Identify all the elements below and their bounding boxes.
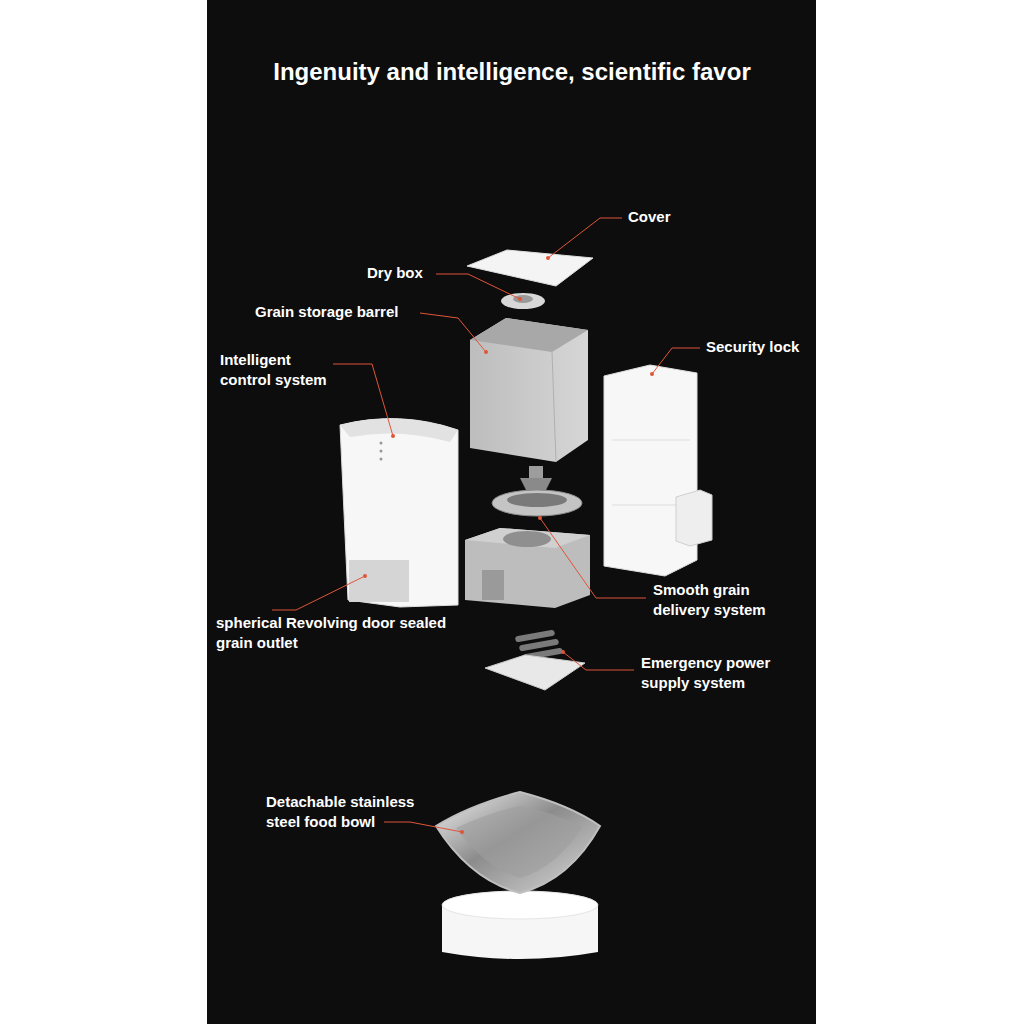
part-label: Dry box [367,263,447,283]
page-title: Ingenuity and intelligence, scientific f… [212,57,812,87]
part-label: Emergency power supply system [641,653,811,693]
part-label-holder: spherical Revolving door sealed grain ou… [216,613,466,653]
part-label-holder: Detachable stainless steel food bowl [266,792,416,832]
part-label: Cover [628,207,748,227]
part-label-holder: Dry box [367,263,447,283]
part-label-holder: Emergency power supply system [641,653,811,693]
part-label: spherical Revolving door sealed grain ou… [216,613,466,653]
part-label: Security lock [706,337,811,357]
part-label: Detachable stainless steel food bowl [266,792,416,832]
page-title-holder: Ingenuity and intelligence, scientific f… [212,57,812,87]
part-label: Smooth grain delivery system [653,580,803,620]
part-label-holder: Smooth grain delivery system [653,580,803,620]
part-label-holder: Security lock [706,337,811,357]
part-label: Grain storage barrel [255,302,425,322]
part-label-holder: Grain storage barrel [255,302,425,322]
part-label-holder: Cover [628,207,748,227]
part-label-holder: Intelligent control system [220,350,335,390]
part-label: Intelligent control system [220,350,335,390]
